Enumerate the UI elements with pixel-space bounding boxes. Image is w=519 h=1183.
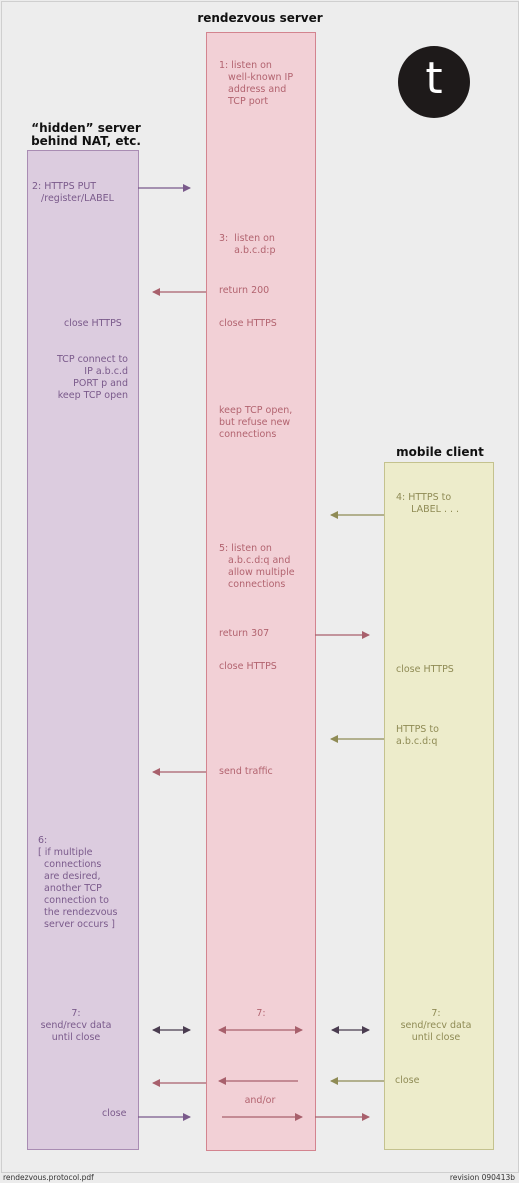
step-6-text: 6: [ if multiple connections are desired… [38,835,118,930]
return-200-text: return 200 [219,285,270,296]
footer-filename: rendezvous.protocol.pdf [3,1173,94,1182]
mobile-client-lane [384,462,494,1150]
step-2-text: 2: HTTPS PUT /register/LABEL [32,181,114,204]
close-mobile-text: close [395,1075,420,1086]
close-https-mobile-text: close HTTPS [396,664,454,675]
step-4-text: 4: HTTPS to LABEL . . . [396,492,460,515]
https-to-text: HTTPS to a.b.c.d:q [396,724,439,747]
keep-tcp-open-text: keep TCP open, but refuse new connection… [219,405,293,440]
rendezvous-server-lane [206,32,316,1151]
step-3-text: 3: listen on a.b.c.d:p [219,233,276,256]
hidden-server-header: “hidden” server behind NAT, etc. [31,121,141,148]
step-5-text: 5: listen on a.b.c.d:q and allow multipl… [219,543,295,590]
return-307-text: return 307 [219,628,270,639]
step-7-rendezvous-text: 7: [256,1008,266,1019]
tcp-connect-text: TCP connect to IP a.b.c.d PORT p and kee… [56,354,128,401]
mobile-client-header: mobile client [396,445,484,459]
close-hidden-text: close [102,1108,127,1119]
logo: t [398,46,470,118]
logo-letter: t [425,53,443,104]
footer-revision: revision 090413b [449,1173,515,1182]
close-https-hidden-text: close HTTPS [64,318,122,329]
close-https-rendezvous-2-text: close HTTPS [219,661,277,672]
send-traffic-text: send traffic [219,766,273,777]
step-7-mobile-text: 7: send/recv data until close [400,1008,472,1043]
rendezvous-server-header: rendezvous server [197,11,323,25]
close-https-rendezvous-text: close HTTPS [219,318,277,329]
step-1-text: 1: listen on well-known IP address and T… [219,60,294,107]
step-7-hidden-text: 7: send/recv data until close [40,1008,112,1043]
hidden-server-lane [27,150,139,1150]
and-or-text: and/or [244,1095,276,1106]
